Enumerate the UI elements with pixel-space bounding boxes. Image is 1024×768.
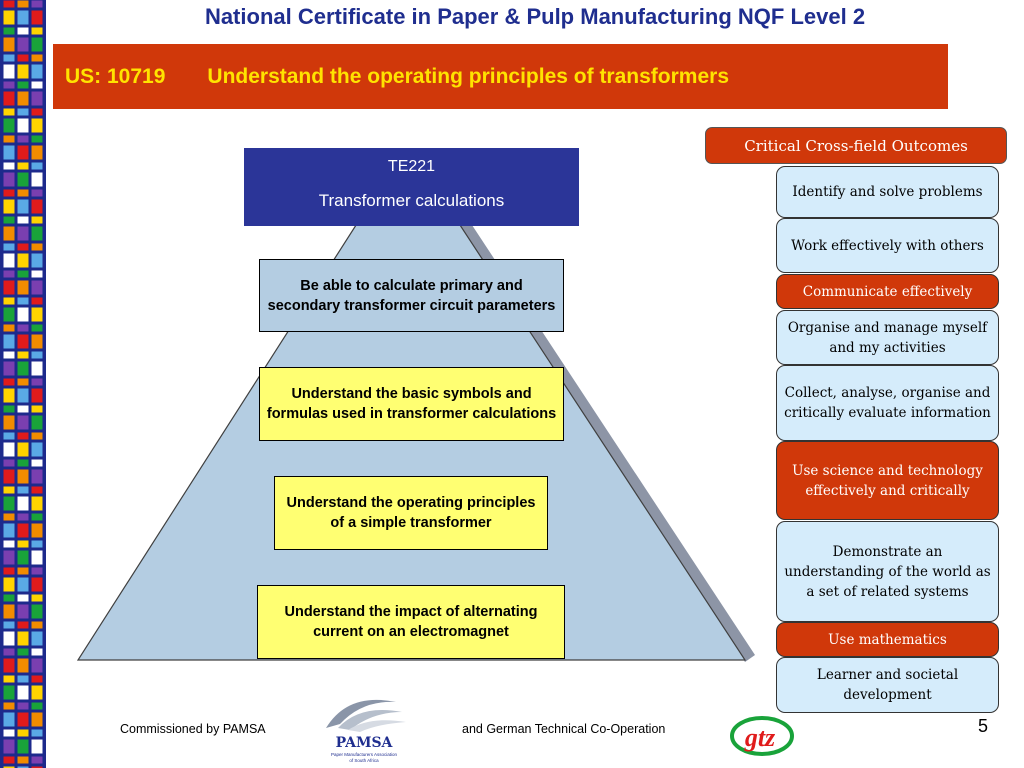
- outcome-world-systems: Demonstrate an understanding of the worl…: [776, 521, 999, 622]
- outcome-level-2: Understand the basic symbols and formula…: [259, 367, 564, 441]
- footer-commissioned-text: Commissioned by PAMSA: [120, 722, 266, 736]
- pamsa-tagline-2: of South Africa: [349, 758, 379, 763]
- pamsa-logo: PAMSA Paper Manufacturers Association of…: [326, 699, 406, 763]
- page-title: National Certificate in Paper & Pulp Man…: [204, 4, 866, 29]
- outcome-learner-development: Learner and societal development: [776, 657, 999, 713]
- module-title: Transformer calculations: [318, 191, 505, 210]
- outcome-level-3: Understand the operating principles of a…: [274, 476, 548, 550]
- pamsa-tagline-1: Paper Manufacturers Association: [331, 752, 398, 757]
- outcome-level-4: Understand the impact of alternating cur…: [257, 585, 565, 659]
- critical-outcomes-header: Critical Cross-field Outcomes: [705, 127, 1007, 164]
- unit-name: Understand the operating principles of t…: [207, 64, 729, 88]
- outcome-communicate: Communicate effectively: [776, 274, 999, 309]
- gtz-logo: gtz: [730, 716, 794, 756]
- outcome-collect-analyse: Collect, analyse, organise and criticall…: [776, 365, 999, 441]
- module-code: TE221: [387, 158, 436, 175]
- outcome-science-technology: Use science and technology effectively a…: [776, 441, 999, 520]
- outcome-work-with-others: Work effectively with others: [776, 218, 999, 273]
- outcome-identify-solve-problems: Identify and solve problems: [776, 166, 999, 218]
- footer-cooperation-text: and German Technical Co-Operation: [462, 722, 666, 736]
- unit-code: US: 10719: [65, 64, 166, 88]
- outcome-level-1: Be able to calculate primary and seconda…: [259, 259, 564, 332]
- pamsa-logo-text: PAMSA: [336, 735, 394, 751]
- outcome-mathematics: Use mathematics: [776, 622, 999, 657]
- outcome-organise-manage: Organise and manage myself and my activi…: [776, 310, 999, 365]
- unit-standard-banner: US: 10719 Understand the operating princ…: [53, 44, 948, 109]
- gtz-logo-text: gtz: [744, 723, 776, 752]
- page-number: 5: [978, 716, 989, 736]
- module-title-box: TE221 Transformer calculations: [244, 148, 579, 226]
- decorative-side-strip: [0, 0, 46, 768]
